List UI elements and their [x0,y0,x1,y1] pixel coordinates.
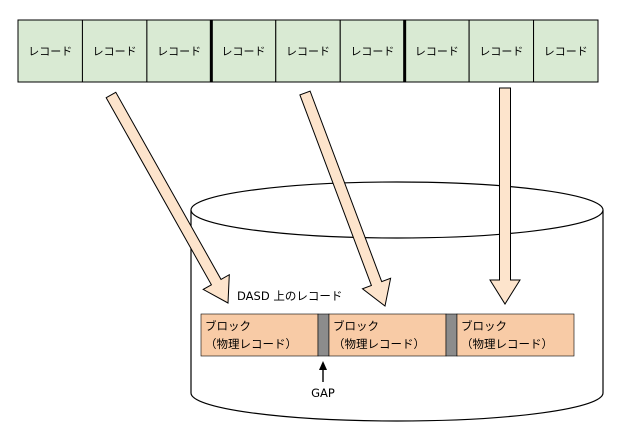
record-cell: レコード [81,19,148,83]
record-cell-box [468,19,535,83]
record-cell: レコード [468,19,535,83]
block-subtitle: （物理レコード） [333,337,425,351]
record-cell: レコード [533,19,599,83]
record-cell: レコード [146,19,212,83]
record-label: レコード [157,45,201,58]
record-cell: レコード [404,19,470,83]
record-cell-box [17,19,83,83]
record-label: レコード [28,45,72,58]
dasd-label: DASD 上のレコード [237,289,342,303]
physical-block: ブロック （物理レコード） [456,313,575,357]
block-title: ブロック [333,319,379,333]
physical-block-box [328,313,447,357]
physical-blocks-row: ブロック （物理レコード） ブロック （物理レコード） ブロック （物理レコード） [200,313,575,357]
physical-block-box [200,313,319,357]
record-label: レコード [479,45,523,58]
block-subtitle: （物理レコード） [205,337,297,351]
physical-block-box [456,313,575,357]
record-label: レコード [286,45,330,58]
record-cell-box [275,19,341,83]
disk-top [190,181,604,239]
inter-block-gap [317,313,330,357]
mapping-arrow [489,87,521,305]
block-subtitle: （物理レコード） [461,337,553,351]
record-cell-box [533,19,599,83]
gap-arrow-head [319,361,327,370]
gap-label: GAP [311,386,335,400]
record-label: レコード [544,45,588,58]
physical-block: ブロック （物理レコード） [328,313,447,357]
record-label: レコード [222,45,266,58]
mapping-arrow [299,90,392,307]
record-label: レコード [93,45,137,58]
logical-records-bar: レコード レコード レコード レコード レコード レコード レコード レコード レコード [17,19,599,83]
record-cell: レコード [339,19,406,83]
mapping-arrows [105,87,521,307]
record-label: レコード [350,45,394,58]
record-cell: レコード [210,19,277,83]
gap-pointer: GAP [311,361,335,400]
record-cell: レコード [17,19,83,83]
record-label: レコード [415,45,459,58]
record-cell: レコード [275,19,341,83]
block-title: ブロック [205,319,251,333]
record-cell-box [146,19,212,83]
mapping-arrow [105,91,230,304]
physical-block: ブロック （物理レコード） [200,313,319,357]
block-title: ブロック [461,319,507,333]
inter-block-gap [445,313,458,357]
record-cell-box [339,19,406,83]
